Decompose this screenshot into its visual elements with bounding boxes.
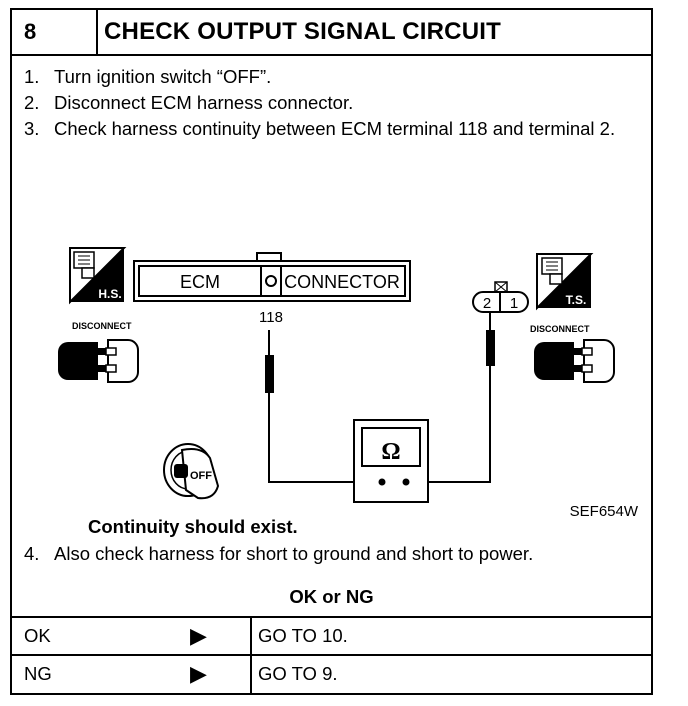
- step-header: 8 CHECK OUTPUT SIGNAL CIRCUIT: [12, 10, 651, 56]
- disconnect-icon-right: [534, 339, 615, 383]
- disconnect-icon-left: [58, 339, 139, 383]
- instruction-text: Check harness continuity between ECM ter…: [54, 118, 616, 139]
- instruction-list: 1. Turn ignition switch “OFF”. 2. Discon…: [24, 64, 644, 142]
- disconnect-label-right: DISCONNECT: [530, 324, 590, 334]
- arrow-right-icon: ▶: [190, 623, 207, 648]
- pin-1-label: 1: [510, 295, 518, 312]
- disconnect-label-left: DISCONNECT: [72, 321, 132, 331]
- instruction-item: 2. Disconnect ECM harness connector.: [24, 90, 644, 116]
- instruction-text: Turn ignition switch “OFF”.: [54, 66, 272, 87]
- instruction-number: 3.: [24, 118, 40, 139]
- ohmmeter: Ω: [353, 419, 429, 503]
- ohm-symbol: Ω: [381, 439, 400, 465]
- procedure-frame: 8 CHECK OUTPUT SIGNAL CIRCUIT 1. Turn ig…: [10, 8, 653, 695]
- probe-wires: [265, 310, 495, 483]
- decision-goto: GO TO 10.: [250, 618, 653, 654]
- instruction-text: Disconnect ECM harness connector.: [54, 92, 354, 113]
- decision-table: OK ▶ GO TO 10. NG ▶ GO TO 9.: [12, 616, 651, 695]
- instruction-item: 4. Also check harness for short to groun…: [24, 543, 649, 565]
- terminal-side-badge: T.S.: [536, 253, 594, 311]
- continuity-test-diagram: H.S. DISCONNECT ECM CONNECTOR 118: [58, 247, 639, 520]
- figure-code: SEF654W: [570, 503, 639, 520]
- arrow-right-icon: ▶: [190, 661, 207, 686]
- instruction-text: Also check harness for short to ground a…: [54, 543, 534, 564]
- instruction-item: 3. Check harness continuity between ECM …: [24, 116, 644, 142]
- ignition-off-label: OFF: [190, 470, 212, 482]
- harness-side-badge: H.S.: [69, 247, 127, 305]
- step-title: CHECK OUTPUT SIGNAL CIRCUIT: [104, 18, 501, 45]
- instruction-number: 2.: [24, 92, 40, 113]
- ignition-key-icon: OFF: [163, 443, 220, 500]
- pin-2-label: 2: [483, 295, 491, 312]
- continuity-note: Continuity should exist.: [88, 516, 298, 537]
- ts-label: T.S.: [566, 293, 587, 307]
- terminal-118-label: 118: [259, 309, 283, 326]
- decision-label: OK or NG: [289, 586, 374, 607]
- step-number: 8: [12, 10, 98, 54]
- instruction-item: 1. Turn ignition switch “OFF”.: [24, 64, 644, 90]
- decision-result-label: NG: [24, 663, 52, 684]
- ecm-connector: ECM CONNECTOR: [133, 252, 411, 302]
- terminal-pins: 2 1: [472, 281, 529, 313]
- hs-label: H.S.: [98, 287, 121, 301]
- instruction-number: 1.: [24, 66, 40, 87]
- connector-label: CONNECTOR: [284, 272, 400, 292]
- connector-hand-icon: [73, 251, 95, 279]
- decision-row-ok: OK ▶ GO TO 10.: [12, 618, 651, 656]
- connector-hand-icon: [541, 257, 563, 285]
- instruction-number: 4.: [24, 543, 40, 564]
- decision-row-ng: NG ▶ GO TO 9.: [12, 656, 651, 695]
- decision-result-label: OK: [24, 625, 51, 646]
- ecm-label: ECM: [180, 272, 220, 292]
- decision-goto: GO TO 9.: [250, 656, 653, 695]
